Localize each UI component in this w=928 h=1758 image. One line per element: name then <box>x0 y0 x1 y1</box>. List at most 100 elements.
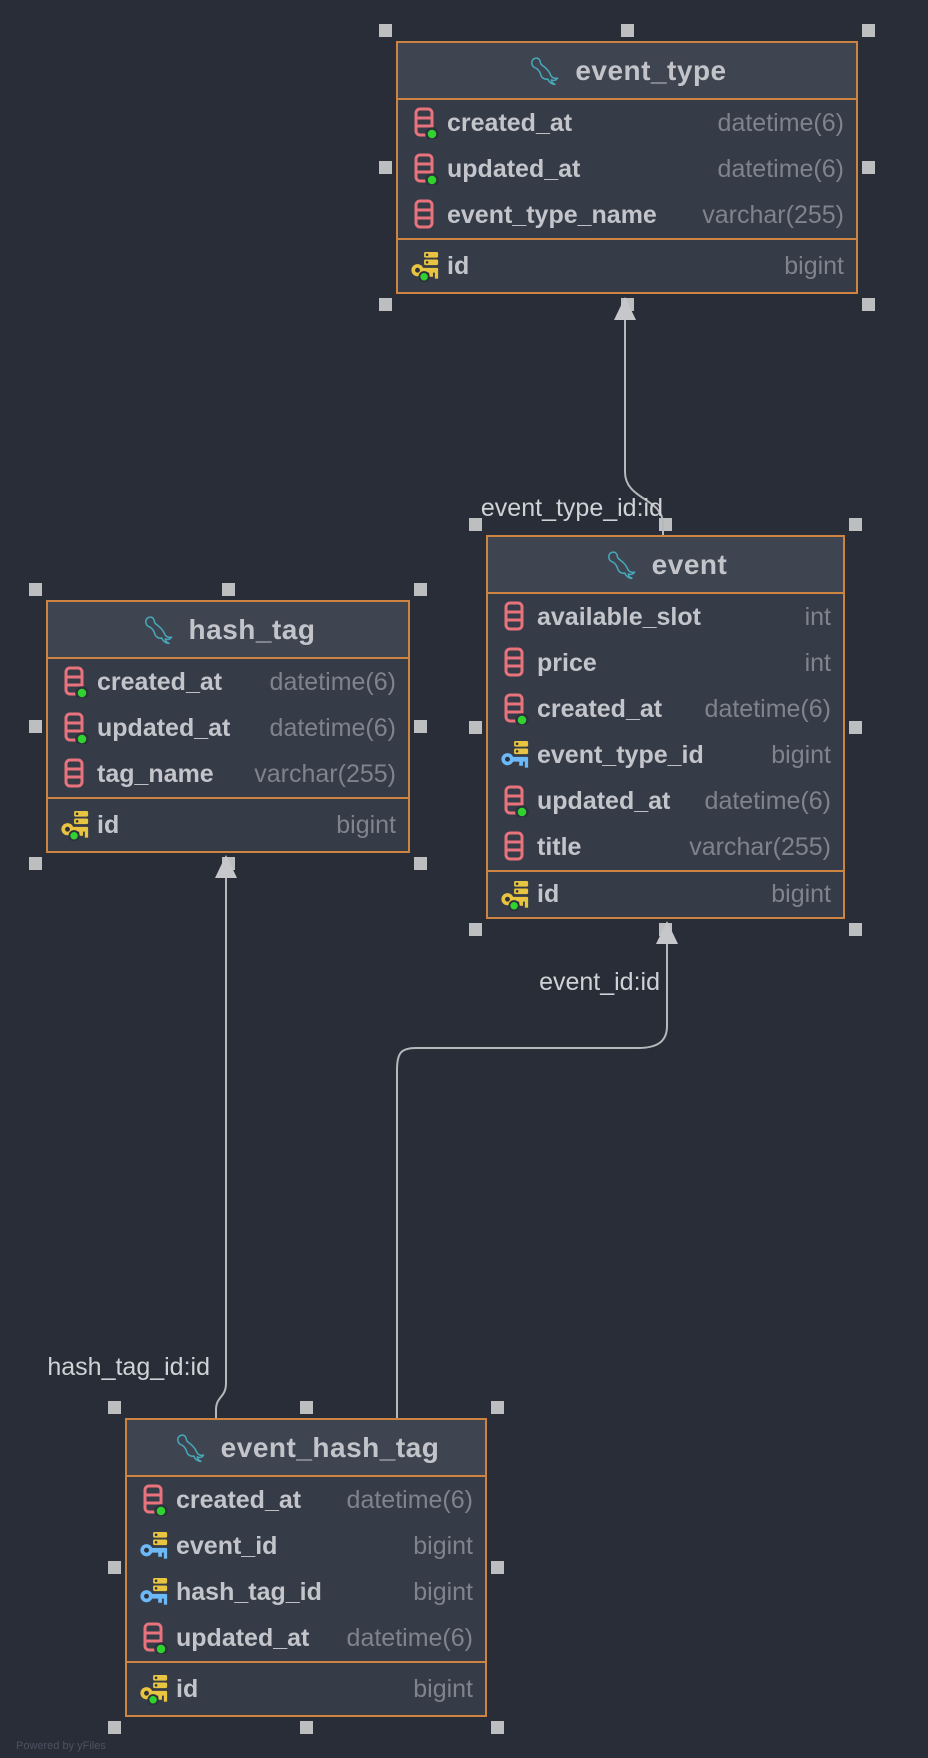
selection-handle[interactable] <box>108 1561 121 1574</box>
selection-handle[interactable] <box>414 583 427 596</box>
column-row[interactable]: id bigint <box>127 1666 485 1712</box>
powered-by-yfiles-label: Powered by yFiles <box>16 1740 106 1752</box>
column-row[interactable]: id bigint <box>48 802 408 848</box>
table-key-columns: id bigint <box>48 797 408 851</box>
mysql-dolphin-icon <box>141 614 179 646</box>
table-node-event_hash_tag[interactable]: event_hash_tag created_at datetime(6) ev… <box>125 1418 487 1717</box>
column-type: datetime(6) <box>346 1623 473 1652</box>
column-row[interactable]: price int <box>488 640 843 686</box>
relationship-line[interactable] <box>215 876 227 1418</box>
selection-handle[interactable] <box>29 720 42 733</box>
selection-handle[interactable] <box>620 298 634 311</box>
column-row[interactable]: created_at datetime(6) <box>127 1477 485 1523</box>
selection-handle[interactable] <box>491 1401 504 1414</box>
selection-handle[interactable] <box>469 720 482 734</box>
selection-handle[interactable] <box>379 298 392 311</box>
selection-handle[interactable] <box>469 923 482 936</box>
table-key-columns: id bigint <box>488 870 843 917</box>
table-header[interactable]: event <box>488 537 843 594</box>
selection-handle[interactable] <box>299 1401 313 1414</box>
column-row[interactable]: created_at datetime(6) <box>398 100 856 146</box>
column-row[interactable]: created_at datetime(6) <box>488 686 843 732</box>
foreign-key-icon <box>500 739 530 771</box>
selection-handle[interactable] <box>108 1721 121 1734</box>
column-type: bigint <box>413 1577 473 1606</box>
column-type: datetime(6) <box>717 108 844 137</box>
column-icon <box>500 647 530 679</box>
selection-handle[interactable] <box>108 1401 121 1414</box>
selection-handle[interactable] <box>491 1721 504 1734</box>
column-row[interactable]: id bigint <box>488 872 843 917</box>
column-row[interactable]: updated_at datetime(6) <box>48 705 408 751</box>
table-title: event_type <box>575 54 727 86</box>
selection-handle[interactable] <box>221 583 235 596</box>
column-name: id <box>97 810 120 839</box>
column-row[interactable]: tag_name varchar(255) <box>48 751 408 797</box>
selection-handle[interactable] <box>620 24 634 37</box>
selection-handle[interactable] <box>469 518 482 531</box>
column-type: bigint <box>771 880 831 908</box>
selection-handle[interactable] <box>29 857 42 870</box>
column-type: datetime(6) <box>269 667 396 696</box>
column-name: price <box>537 648 597 677</box>
selection-handle[interactable] <box>379 24 392 37</box>
column-name: id <box>176 1674 199 1703</box>
table-key-columns: id bigint <box>127 1661 485 1715</box>
column-row[interactable]: event_type_name varchar(255) <box>398 192 856 238</box>
selection-handle[interactable] <box>491 1561 504 1574</box>
column-row[interactable]: updated_at datetime(6) <box>488 778 843 824</box>
table-header[interactable]: event_type <box>398 43 856 100</box>
table-header[interactable]: hash_tag <box>48 602 408 659</box>
primary-key-icon <box>60 809 90 841</box>
selection-handle[interactable] <box>862 298 875 311</box>
column-row[interactable]: updated_at datetime(6) <box>398 146 856 192</box>
column-row[interactable]: created_at datetime(6) <box>48 659 408 705</box>
column-name: event_id <box>176 1531 278 1560</box>
selection-handle[interactable] <box>849 923 862 936</box>
column-name: event_type_name <box>447 200 657 229</box>
selection-handle[interactable] <box>849 720 862 734</box>
column-name: created_at <box>447 108 573 137</box>
column-row[interactable]: available_slot int <box>488 594 843 640</box>
relationship-label[interactable]: event_id:id <box>539 968 660 996</box>
foreign-key-icon <box>139 1530 169 1562</box>
selection-handle[interactable] <box>414 857 427 870</box>
column-row[interactable]: event_type_id bigint <box>488 732 843 778</box>
column-name: id <box>447 251 470 280</box>
selection-handle[interactable] <box>849 518 862 531</box>
column-row[interactable]: event_id bigint <box>127 1523 485 1569</box>
column-row[interactable]: id bigint <box>398 243 856 289</box>
column-row[interactable]: title varchar(255) <box>488 824 843 870</box>
selection-handle[interactable] <box>659 923 672 936</box>
column-name: tag_name <box>97 759 214 788</box>
table-node-event_type[interactable]: event_type created_at datetime(6) update… <box>396 41 858 294</box>
column-type: int <box>804 648 831 677</box>
primary-key-icon <box>500 879 530 911</box>
relationship-line[interactable] <box>396 942 668 1418</box>
column-name: updated_at <box>537 786 671 815</box>
column-row[interactable]: hash_tag_id bigint <box>127 1569 485 1615</box>
column-type: bigint <box>413 1674 473 1703</box>
table-header[interactable]: event_hash_tag <box>127 1420 485 1477</box>
table-node-hash_tag[interactable]: hash_tag created_at datetime(6) updated_… <box>46 600 410 853</box>
selection-handle[interactable] <box>862 161 875 174</box>
column-icon <box>60 712 90 744</box>
selection-handle[interactable] <box>379 161 392 174</box>
relationship-label[interactable]: hash_tag_id:id <box>47 1353 210 1381</box>
column-name: event_type_id <box>537 740 704 769</box>
table-title: hash_tag <box>188 613 316 645</box>
column-icon <box>500 831 530 863</box>
selection-handle[interactable] <box>414 720 427 733</box>
selection-handle[interactable] <box>29 583 42 596</box>
table-columns: created_at datetime(6) event_id bigint h… <box>127 1477 485 1661</box>
column-name: updated_at <box>176 1623 310 1652</box>
table-node-event[interactable]: event available_slot int price int creat… <box>486 535 845 919</box>
column-icon <box>410 153 440 185</box>
selection-handle[interactable] <box>862 24 875 37</box>
column-icon <box>500 601 530 633</box>
relationship-line[interactable] <box>624 316 664 535</box>
column-row[interactable]: updated_at datetime(6) <box>127 1615 485 1661</box>
relationship-label[interactable]: event_type_id:id <box>480 494 663 522</box>
selection-handle[interactable] <box>299 1721 313 1734</box>
